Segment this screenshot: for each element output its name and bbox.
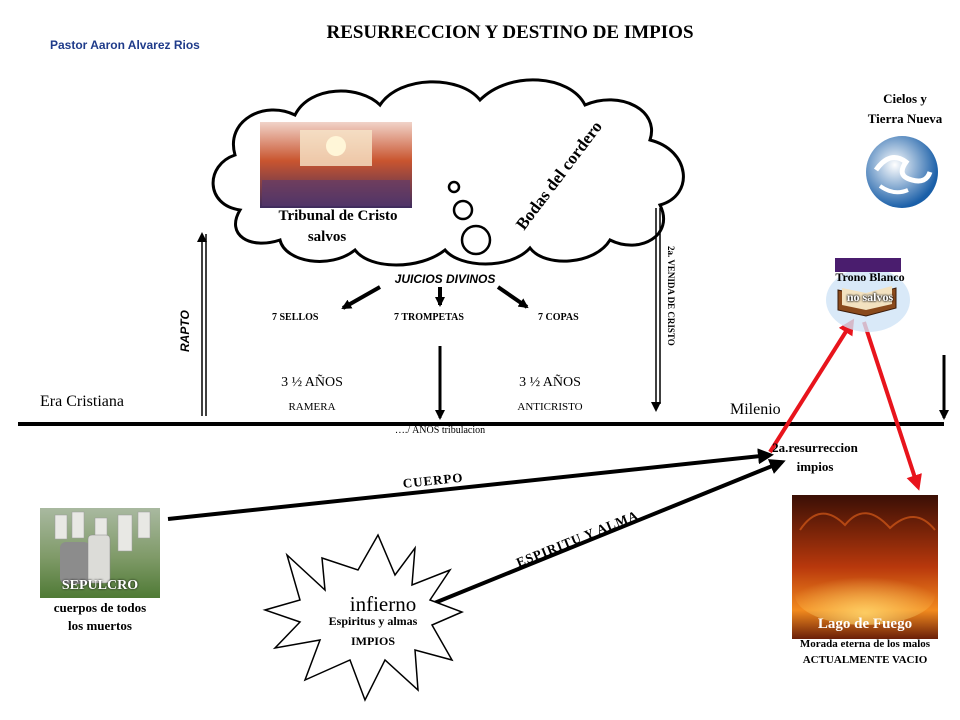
thought-bubble-small (447, 180, 461, 194)
years-left: 3 ½ AÑOS (281, 375, 343, 390)
infierno-line2: IMPIOS (350, 634, 395, 648)
resurreccion-line2: impios (796, 459, 834, 474)
sepulcro-image (40, 508, 160, 598)
lago-line1: Morada eterna de los malos (799, 638, 931, 650)
thought-bubble-medium (452, 199, 474, 221)
page-title: RESURRECCION Y DESTINO DE IMPIOS (326, 22, 694, 43)
sepulcro-label: SEPULCRO (61, 578, 139, 593)
tribunal-label: Tribunal de Cristo (278, 208, 398, 224)
resurreccion-line1: 2a.resurreccion (772, 440, 858, 455)
salvos-label: salvos (307, 229, 347, 245)
thought-bubble-large (460, 224, 492, 256)
juicios-title: JUICIOS DIVINOS (394, 272, 496, 286)
hell-starburst (262, 533, 465, 702)
author-label: Pastor Aaron Alvarez Rios (50, 38, 200, 52)
sepulcro-line2: los muertos (68, 618, 132, 633)
infierno-line1: Espiritus y almas (328, 614, 418, 628)
red-arrow-to-lake (862, 321, 922, 491)
trompetas-label: 7 TROMPETAS (394, 312, 464, 323)
tribunal-image (260, 122, 412, 208)
copas-label: 7 COPAS (538, 312, 579, 323)
sepulcro-line1: cuerpos de todos (53, 600, 147, 615)
cuerpo-arrow (167, 448, 774, 521)
lago-line2: ACTUALMENTE VACIO (802, 654, 928, 666)
cielos-line1: Cielos y (883, 91, 927, 106)
anticristo-label: ANTICRISTO (517, 401, 583, 413)
sellos-label: 7 SELLOS (272, 312, 319, 323)
copas-arrow (496, 285, 529, 309)
venida-label: 2a. VENIDA DE CRISTO (666, 246, 676, 346)
trono-line1: Trono Blanco (835, 270, 905, 284)
throne-book-icon (826, 258, 910, 332)
years-right: 3 ½ AÑOS (519, 375, 581, 390)
lake-image (792, 495, 938, 639)
rapto-label: RAPTO (178, 310, 192, 352)
tribulacion-label: …./ AÑOS tribulacion (394, 425, 486, 436)
espiritu-arrow (431, 459, 786, 606)
red-arrow-to-throne (768, 318, 855, 454)
lago-label: Lago de Fuego (817, 616, 913, 632)
cielos-line2: Tierra Nueva (867, 111, 943, 126)
globe-icon (866, 136, 938, 208)
infierno-title: infierno (349, 592, 417, 616)
milenio-label: Milenio (730, 401, 781, 418)
trono-line2: no salvos (846, 290, 894, 304)
sellos-arrow (341, 285, 381, 310)
era-cristiana-label: Era Cristiana (40, 393, 124, 410)
ramera-label: RAMERA (288, 401, 336, 413)
